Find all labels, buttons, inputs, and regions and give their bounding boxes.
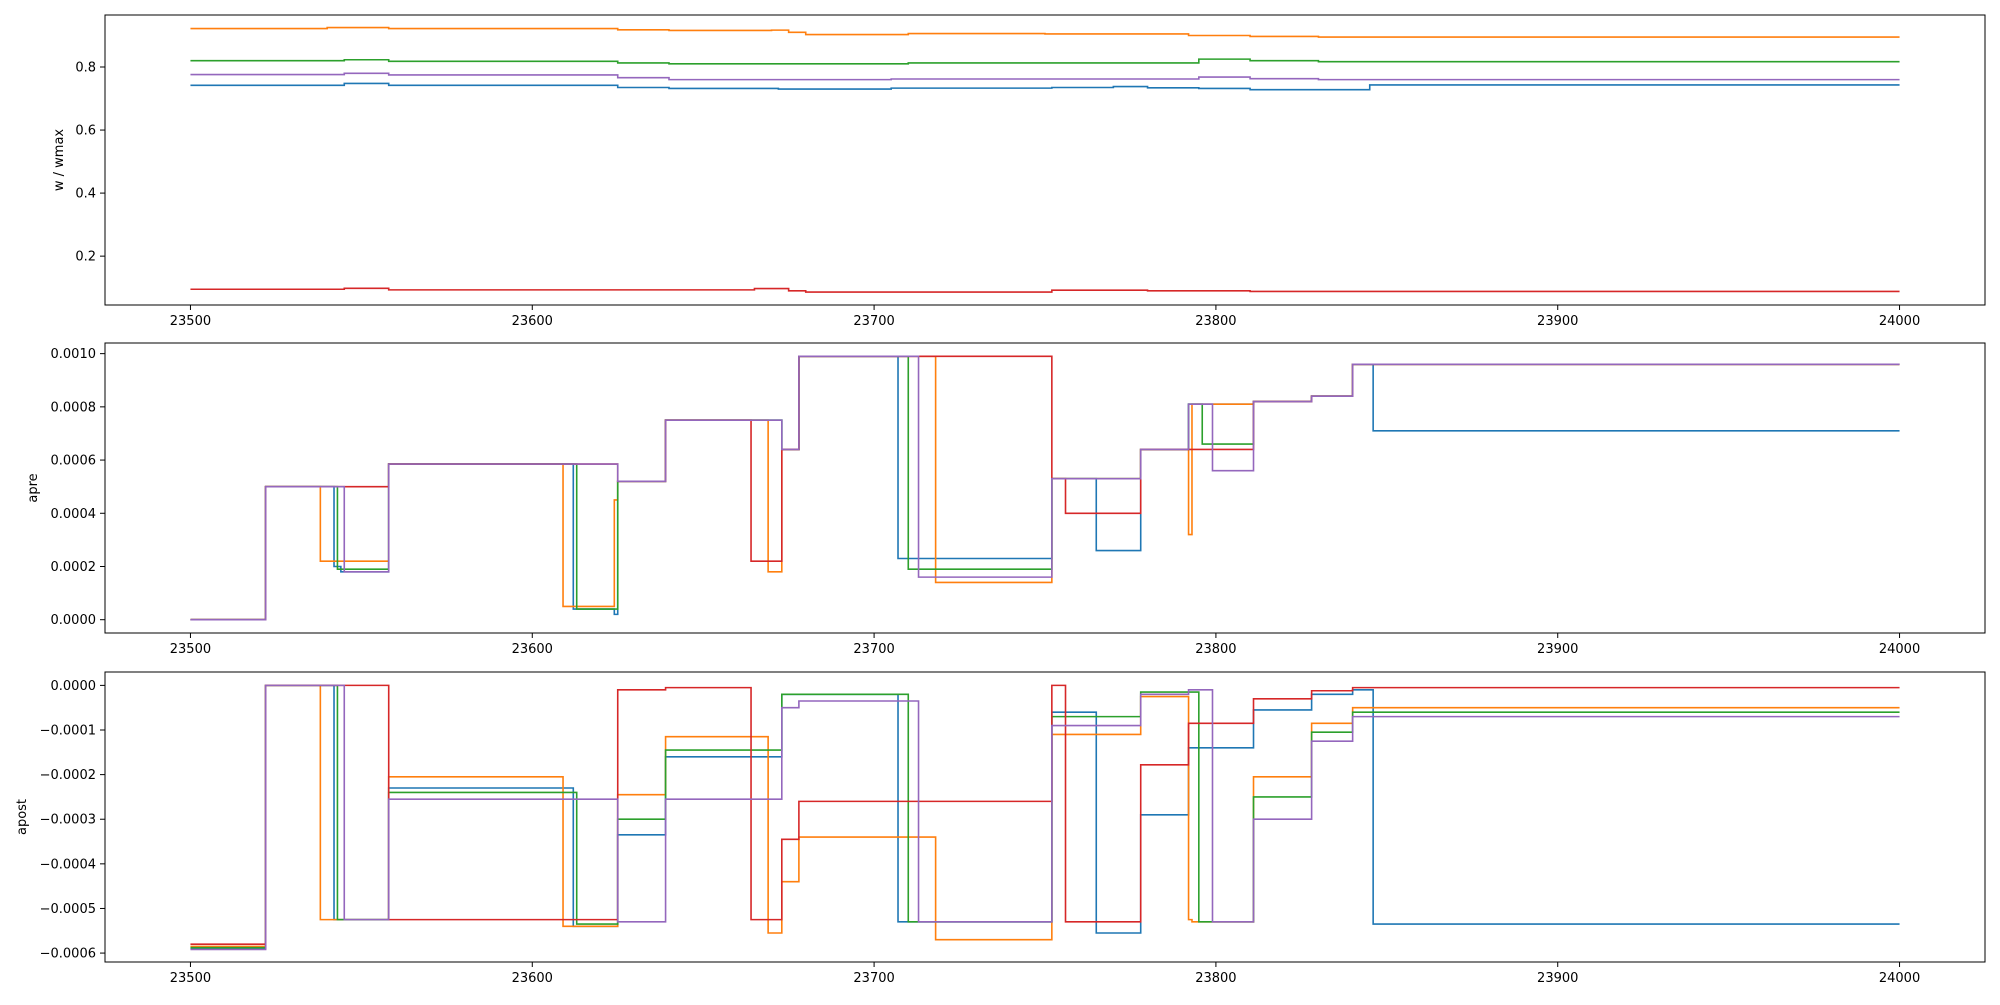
x-tick-label: 23500 (170, 642, 211, 657)
x-tick-label: 24000 (1879, 971, 1920, 986)
y-tick-label: 0.0000 (51, 613, 97, 628)
y-tick-label: 0.4 (75, 187, 96, 202)
x-tick-label: 23900 (1537, 314, 1578, 329)
x-tick-label: 24000 (1879, 314, 1920, 329)
x-tick-label: 23900 (1537, 971, 1578, 986)
x-tick-label: 23800 (1195, 314, 1236, 329)
series-line-2-5 (190, 355, 1900, 621)
series-line-3-5 (190, 684, 1900, 951)
y-tick-label: −0.0001 (40, 724, 96, 739)
y-tick-label: 0.0004 (51, 507, 97, 522)
x-tick-label: 23500 (170, 971, 211, 986)
x-tick-label: 23600 (512, 642, 553, 657)
series-line-3-4 (190, 684, 1900, 945)
x-tick-label: 23700 (853, 642, 894, 657)
panel-1: 23500 23600 23700 23800 23900 24000 0.2 0.4 0.6 0… (52, 14, 1986, 329)
y-tick-label: 0.6 (75, 124, 96, 139)
y-tick-label: −0.0003 (40, 813, 96, 828)
axes-frame-3 (104, 671, 1986, 963)
y-tick-label: −0.0002 (40, 768, 96, 783)
y-axis-label: apre (26, 473, 41, 502)
y-tick-label: 0.0002 (51, 560, 97, 575)
axes-frame-1 (104, 14, 1986, 306)
panel-3: 23500 23600 23700 23800 23900 24000 0.0000 −0.0… (15, 671, 1986, 986)
y-tick-label: −0.0005 (40, 902, 96, 917)
x-tick-label: 23700 (853, 314, 894, 329)
y-tick-label: 0.0010 (51, 347, 97, 362)
x-tick-label: 23700 (853, 971, 894, 986)
y-tick-label: 0.8 (75, 61, 96, 76)
y-tick-label: 0.0008 (51, 400, 97, 415)
series-line-1-1 (190, 82, 1900, 91)
panel-2: 23500 23600 23700 23800 23900 24000 0.0000 0.00… (26, 342, 1986, 657)
y-axis-label: apost (15, 799, 30, 835)
x-tick-label: 23600 (512, 971, 553, 986)
y-tick-label: 0.2 (75, 250, 96, 265)
axes-frame-2 (104, 342, 1986, 634)
y-axis-label: w / wmax (52, 129, 67, 192)
x-tick-label: 24000 (1879, 642, 1920, 657)
y-tick-label: −0.0006 (40, 947, 96, 962)
x-tick-label: 23900 (1537, 642, 1578, 657)
x-tick-label: 23600 (512, 314, 553, 329)
x-tick-label: 23800 (1195, 642, 1236, 657)
y-tick-label: −0.0004 (40, 857, 96, 872)
y-tick-label: 0.0000 (51, 679, 97, 694)
x-tick-label: 23500 (170, 314, 211, 329)
series-line-1-5 (190, 72, 1900, 81)
y-tick-label: 0.0006 (51, 454, 97, 469)
x-tick-label: 23800 (1195, 971, 1236, 986)
series-line-1-4 (190, 287, 1900, 293)
series-line-1-2 (190, 26, 1900, 38)
series-line-1-3 (190, 58, 1900, 65)
